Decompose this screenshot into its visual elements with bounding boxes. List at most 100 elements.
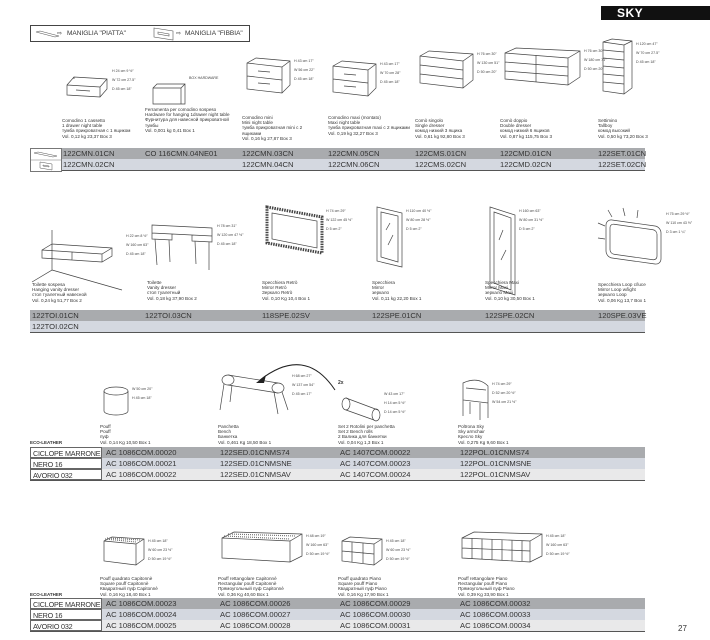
product-code: 122TOI.01CN (32, 311, 79, 320)
caption-line: Settimino (598, 118, 618, 123)
caption-line: Кресло Sky (458, 434, 483, 440)
dimension-label: D 5 cm 2" (326, 227, 342, 231)
caption-line: 2 Валика для банкетки (338, 434, 387, 440)
caption-line: Double dresser (500, 123, 532, 129)
caption-line: Vol. 0,06 Kg 13,7 Box 1 (598, 297, 647, 303)
caption-line: Ferramenta per comodino sospeso (145, 107, 217, 112)
caption-line: комод низкий 3 ящика (415, 128, 463, 134)
hanging-vanity-icon (31, 230, 123, 291)
caption-line: Comodino mini (242, 115, 273, 120)
page-number: 27 (678, 624, 687, 633)
tallboy-icon (602, 38, 633, 95)
dimension-label: W 160 cm 63" (306, 543, 329, 547)
arrow-icon: ⇨ (57, 31, 63, 37)
caption-line: тумба прикроватная mini с 2 ящиками (242, 125, 303, 136)
product-code: 122CMN.06CN (328, 160, 380, 169)
caption-line: Квадратный пуф Capitonnè (100, 586, 158, 592)
square-pouf-capitonne-icon (103, 536, 145, 566)
caption-line: тумбы (145, 122, 159, 128)
product-code: 120SPE.03VE (598, 311, 647, 320)
double-dresser-icon (504, 47, 581, 86)
product-code: CO 116CMN.04NE01 (145, 149, 218, 158)
caption-line: Hanging vanity dresser (32, 287, 79, 293)
lit-mirror-icon (597, 207, 662, 265)
dimension-label: W 50 cm 20" (132, 387, 153, 391)
product-code: 122TOI.03CN (145, 311, 192, 320)
caption-line: Comò doppio (500, 118, 528, 123)
caption-line: Mirror Retrò (262, 285, 287, 291)
caption-line: Sky armchair (458, 429, 485, 435)
caption-line: Vol. 0,16 kg 27,87 Box 3 (242, 135, 292, 141)
dimension-label: H 45 cm 18" (132, 396, 152, 400)
handle-legend: ⇨ MANIGLIA "PIATTA" ⇨ MANIGLIA "FIBBIA" (30, 25, 250, 42)
caption-line: комод низкий 6 ящиков (500, 128, 550, 134)
dimension-label: D 45 cm 18" (126, 252, 146, 256)
product-code: 122CMD.02CN (500, 160, 552, 169)
product-code: 122POL.01CNMSNE (460, 459, 532, 468)
caption-line: Rectangular pouff Piano (458, 581, 508, 587)
flat-handle-label: MANIGLIA "PIATTA" (67, 30, 126, 37)
dimension-label: W 137 cm 54" (292, 383, 315, 387)
caption-line: Pouff rettangolare Piano (458, 576, 508, 581)
caption-line: Vol. 0,16 Kg 18,40 Box 1 (100, 591, 151, 597)
curved-arrow-icon (256, 364, 336, 391)
dimension-label: D 50 cm 19 ½" (148, 557, 172, 561)
caption-line: Tallboy (598, 123, 613, 129)
caption-line: зеркало (372, 290, 390, 296)
square-pouf-piano-icon (341, 536, 383, 566)
product-code: 122SPE.01CN (372, 311, 422, 320)
caption-line: Банкетка (218, 434, 238, 440)
dimension-label: W 120 cm 47 ½" (217, 233, 244, 237)
product-code: AC 1086COM.00029 (340, 599, 411, 608)
caption-line: Vol. 0,14 Kg 10,50 Box 1 (100, 439, 151, 445)
dimension-label: W 70 cm 28" (380, 71, 401, 75)
product-code: 122CMD.01CN (500, 149, 552, 158)
dimension-label: H 74 cm 29" (492, 382, 512, 386)
dimension-label: H 45 cm 18" (386, 539, 406, 543)
handle-type-icons (30, 148, 62, 172)
dimension-label: W 56 cm 22" (294, 68, 315, 72)
caption-line: Vol. 0,50 kg 73,20 Box 3 (598, 133, 648, 139)
caption-line: Pouff quadrato Piano (338, 576, 382, 581)
caption-line: Set 2 Rotolini per panchetta (338, 424, 395, 429)
caption-line: Specchiera Maxi (485, 280, 519, 285)
dimension-label: D 45 cm 18" (112, 87, 132, 91)
product-code: AC 1086COM.00034 (460, 621, 531, 630)
product-code: AC 1086COM.00023 (106, 599, 177, 608)
caption-line: Vol. 0,461 Kg 18,50 Box 1 (218, 439, 272, 445)
product-code: 122SET.01CN (598, 149, 647, 158)
product-code: 118SPE.02SV (262, 311, 310, 320)
nightstand-2drawer-icon (332, 60, 377, 97)
caption-line: Specchiera Retrò (262, 280, 298, 285)
caption-line: Vol. 0,24 kg 51,77 Box 2 (32, 297, 82, 303)
dimension-label: W 160 cm 63" (546, 543, 569, 547)
finish-label: NERO 16 (30, 609, 102, 620)
dimension-label: D 52 cm 20 ½" (492, 391, 516, 395)
dimension-label: W 130 cm 51" (477, 61, 500, 65)
product-code: 122CMS.01CN (415, 149, 467, 158)
finish-label: NERO 16 (30, 458, 102, 469)
product-code: AC 1086COM.00030 (340, 610, 411, 619)
dimension-label: H 110 cm 40 ½" (406, 209, 432, 213)
tall-mirror-icon (489, 206, 516, 296)
rect-pouf-piano-icon (461, 531, 543, 563)
bench-icon (219, 374, 289, 415)
product-code: 122TOI.02CN (32, 322, 79, 331)
caption-line: Mirror Maxi (485, 285, 508, 291)
dimension-label: D 50 cm 20" (584, 67, 604, 71)
dimension-label: D 45 cm 18" (294, 77, 314, 81)
caption-line: Vol. 0,36 Kg 40,60 Box 1 (218, 591, 269, 597)
dimension-label: D 50 cm 20" (477, 70, 497, 74)
